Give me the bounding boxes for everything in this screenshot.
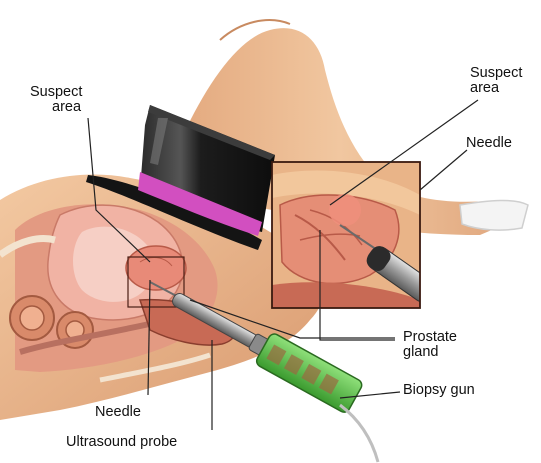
label-suspect-area-left-line1: Suspect (30, 85, 82, 100)
inset-magnified-view (272, 162, 439, 308)
label-ultrasound-probe: Ultrasound probe (66, 435, 177, 450)
label-biopsy-gun: Biopsy gun (403, 383, 475, 398)
label-suspect-area-right-line1: Suspect (470, 66, 522, 81)
label-needle-right: Needle (466, 136, 512, 151)
label-suspect-area-right-line2: area (470, 81, 522, 96)
label-suspect-area-right: Suspect area (470, 66, 522, 96)
label-suspect-area-left-line2: area (30, 100, 82, 115)
label-needle-bottom: Needle (95, 405, 141, 420)
label-biopsy-gun-text: Biopsy gun (403, 383, 475, 398)
label-prostate-gland-line1: Prostate (403, 330, 457, 345)
label-suspect-area-left: Suspect area (30, 85, 82, 115)
label-ultrasound-probe-text: Ultrasound probe (66, 435, 177, 450)
label-prostate-gland: Prostate gland (403, 330, 457, 360)
label-prostate-gland-line2: gland (403, 345, 457, 360)
prostate-gland (126, 246, 186, 290)
biopsy-gun (255, 332, 378, 462)
label-needle-bottom-text: Needle (95, 405, 141, 420)
label-needle-right-text: Needle (466, 136, 512, 151)
